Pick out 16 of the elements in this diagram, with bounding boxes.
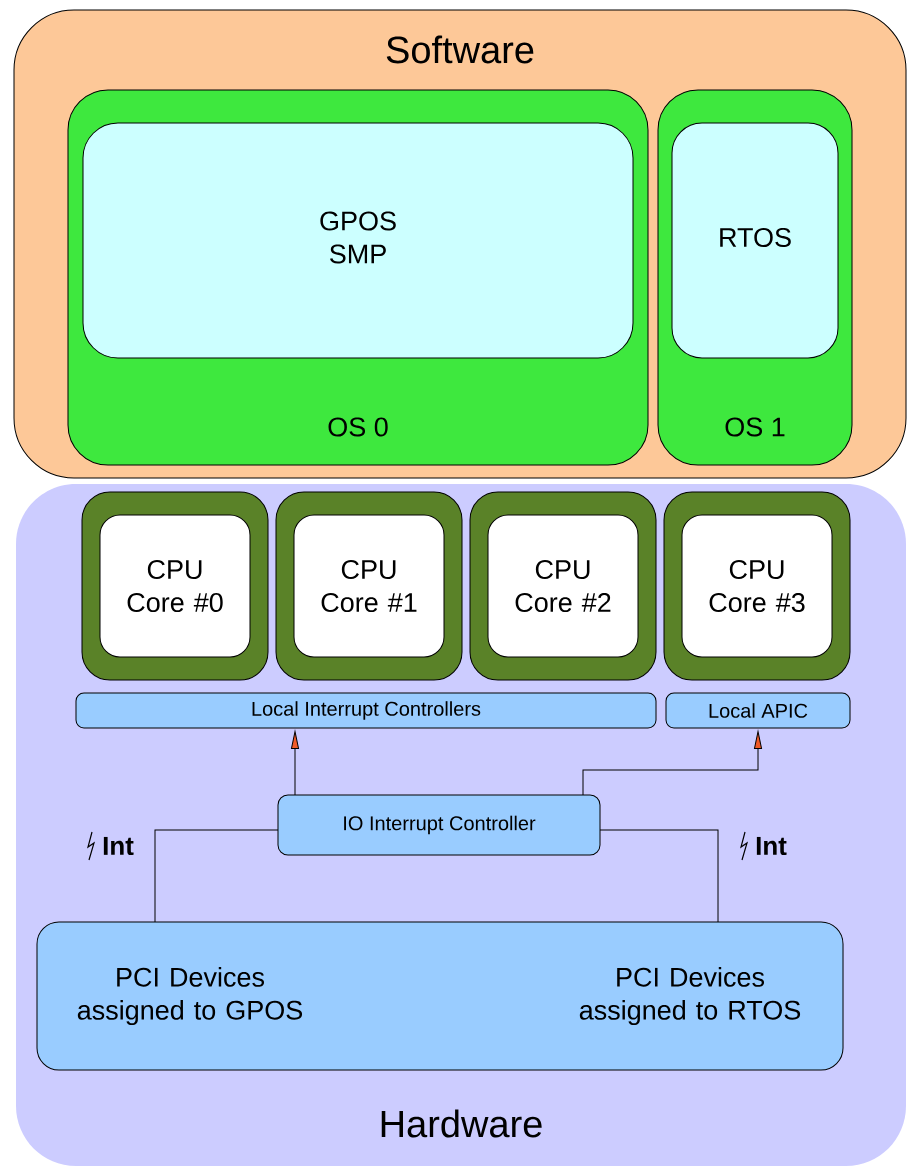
device-box: PCI Devices assigned to GPOS PCI Devices assigned to RTOS [36,921,844,1071]
connector [290,731,300,796]
cpu-core-box: CPU Core #1 [275,491,463,681]
controller-box: Local APIC [665,692,851,729]
controller-box: Local Interrupt Controllers [75,692,657,729]
edge-label: Int [756,836,787,856]
os-kernel-box: GPOS SMP [82,122,634,359]
edge-label: Int [103,836,134,856]
controller-box: IO Interrupt Controller [277,794,601,856]
cpu-core-box: CPU Core #0 [81,491,269,681]
os-kernel-box: RTOS [671,122,839,359]
connector [582,731,763,796]
cpu-core-box: CPU Core #2 [469,491,657,681]
connector [154,829,279,923]
cpu-core-box: CPU Core #3 [663,491,851,681]
connector [599,829,719,923]
